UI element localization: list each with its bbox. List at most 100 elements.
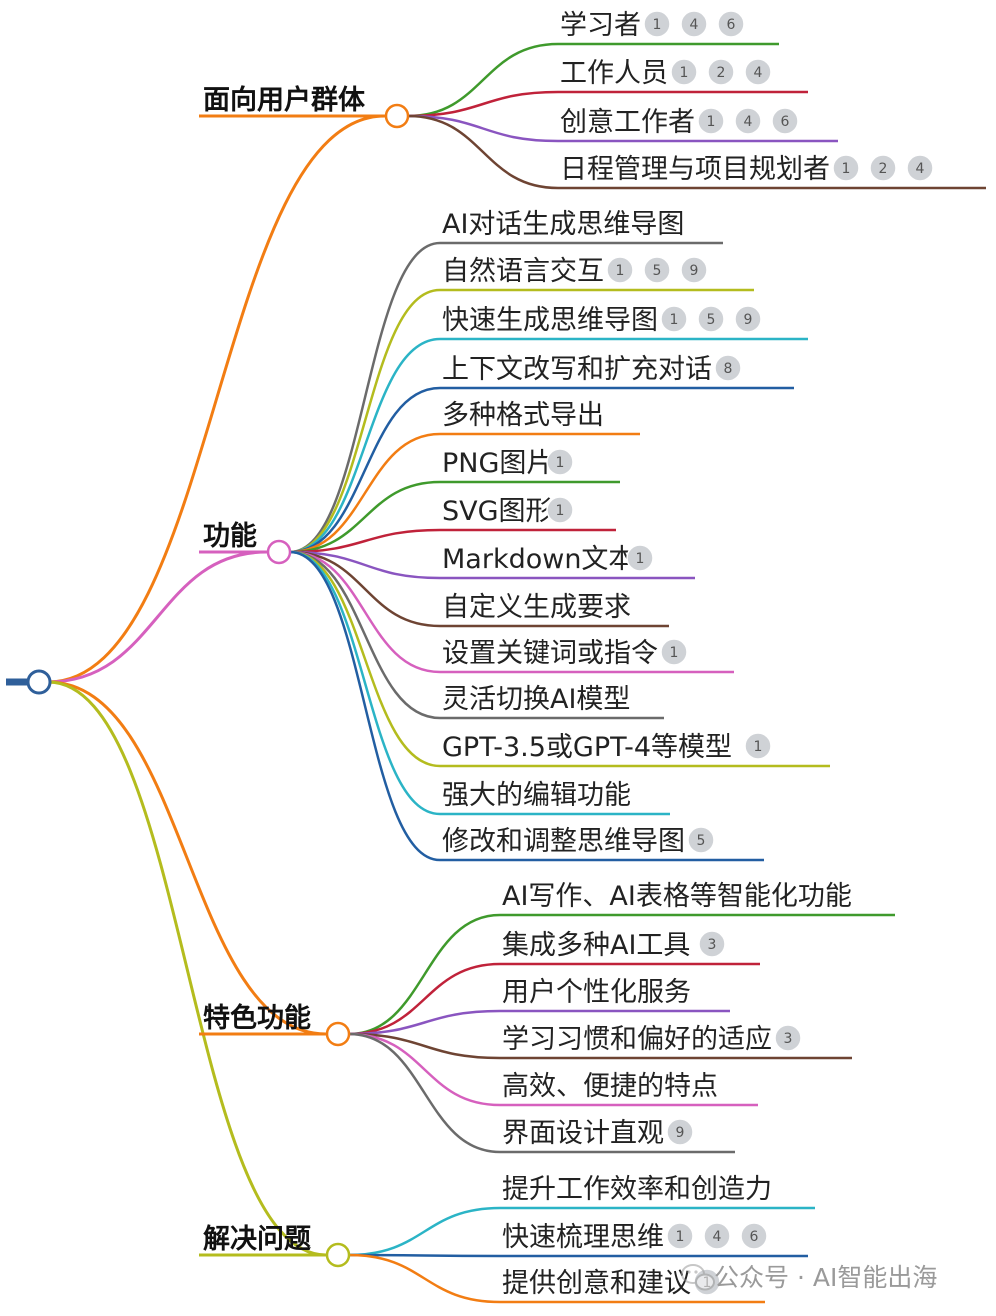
leaf-node[interactable]: 集成多种AI工具 3 [502,930,726,961]
leaf-connector [348,962,501,1036]
leaf-connector [289,480,441,554]
citation-badge[interactable]: 1 [546,448,574,476]
leaf-node[interactable]: 高效、便捷的特点 [502,1071,718,1102]
citation-badge[interactable]: 1 [546,496,574,524]
leaf-connector [289,337,441,554]
badge-circle [643,10,671,38]
citation-badge[interactable]: 5 [687,826,715,854]
citation-badge[interactable]: 2 [707,58,735,86]
leaf-label: 快速梳理思维 [502,1222,664,1253]
leaf-node[interactable]: AI写作、AI表格等智能化功能 [502,881,852,912]
branch-collapse-toggle[interactable] [325,1021,351,1047]
leaf-label: PNG图片 [442,448,553,479]
leaf-connector [289,288,441,554]
citation-badge[interactable]: 5 [697,305,725,333]
citation-badge[interactable]: 6 [740,1222,768,1250]
leaf-connector [289,550,441,720]
badge-circle [869,154,897,182]
leaf-node[interactable]: AI对话生成思维导图 [442,209,684,240]
badge-number: 8 [724,361,733,377]
citation-badge[interactable]: 9 [666,1118,694,1146]
citation-badge[interactable]: 1 [626,544,654,572]
citation-badge[interactable]: 1 [660,305,688,333]
leaf-node[interactable]: 用户个性化服务 [502,977,691,1008]
citation-badge[interactable]: 4 [734,107,762,135]
badge-circle [707,58,735,86]
leaf-connector [348,1253,501,1304]
citation-badge[interactable]: 4 [703,1222,731,1250]
branch-node[interactable]: 面向用户群体 [199,84,410,129]
branch-node[interactable]: 特色功能 [199,1002,351,1047]
citation-badge[interactable]: 2 [869,154,897,182]
leaf-label: 多种格式导出 [442,400,604,431]
branch-collapse-toggle[interactable] [384,103,410,129]
badge-circle [666,1118,694,1146]
badge-number: 9 [690,263,699,279]
citation-badge[interactable]: 1 [744,732,772,760]
leaf-connector [289,550,441,580]
badge-number: 6 [727,17,736,33]
badge-number: 1 [653,17,662,33]
branch-collapse-toggle[interactable] [266,539,292,565]
leaf-node[interactable]: 灵活切换AI模型 [442,684,630,715]
citation-badge[interactable]: 1 [660,638,688,666]
badge-circle [717,10,745,38]
leaf-node[interactable]: 自定义生成要求 [442,592,631,623]
badge-circle [643,256,671,284]
leaf-node[interactable]: 提供创意和建议1 [502,1268,721,1299]
badge-number: 1 [754,739,763,755]
citation-badge[interactable]: 4 [744,58,772,86]
citation-badge[interactable]: 6 [771,107,799,135]
branch-node[interactable]: 解决问题 [199,1224,351,1268]
branch-label: 面向用户群体 [203,84,366,116]
citation-badge[interactable]: 1 [666,1222,694,1250]
badge-number: 5 [697,833,706,849]
badge-circle [734,305,762,333]
badge-circle [906,154,934,182]
citation-badge[interactable]: 3 [698,930,726,958]
badge-circle [703,1222,731,1250]
leaf-node[interactable]: 强大的编辑功能 [442,780,631,811]
citation-badge[interactable]: 9 [680,256,708,284]
citation-badge[interactable]: 1 [643,10,671,38]
citation-badge[interactable]: 9 [734,305,762,333]
citation-badge[interactable]: 8 [714,354,742,382]
citation-badge[interactable]: 1 [606,256,634,284]
leaf-connector [289,550,441,816]
branch-collapse-toggle[interactable] [325,1242,351,1268]
citation-badge[interactable]: 1 [697,107,725,135]
badge-number: 2 [879,161,888,177]
leaf-node[interactable]: 提升工作效率和创造力 [502,1174,772,1205]
citation-badge[interactable]: 5 [643,256,671,284]
citation-badge[interactable]: 4 [906,154,934,182]
leaf-label: 集成多种AI工具 [502,930,690,961]
badge-circle [660,305,688,333]
branch-node[interactable]: 功能 [199,520,292,565]
citation-badge[interactable]: 6 [717,10,745,38]
citation-badge[interactable]: 1 [670,58,698,86]
leaf-node[interactable]: 多种格式导出 [442,400,604,431]
citation-badge[interactable]: 3 [774,1024,802,1052]
citation-badge[interactable]: 1 [832,154,860,182]
citation-badge[interactable]: 4 [680,10,708,38]
leaf-label: 灵活切换AI模型 [442,684,630,715]
root-node[interactable] [26,669,52,695]
badge-circle [680,256,708,284]
badge-circle [660,638,688,666]
